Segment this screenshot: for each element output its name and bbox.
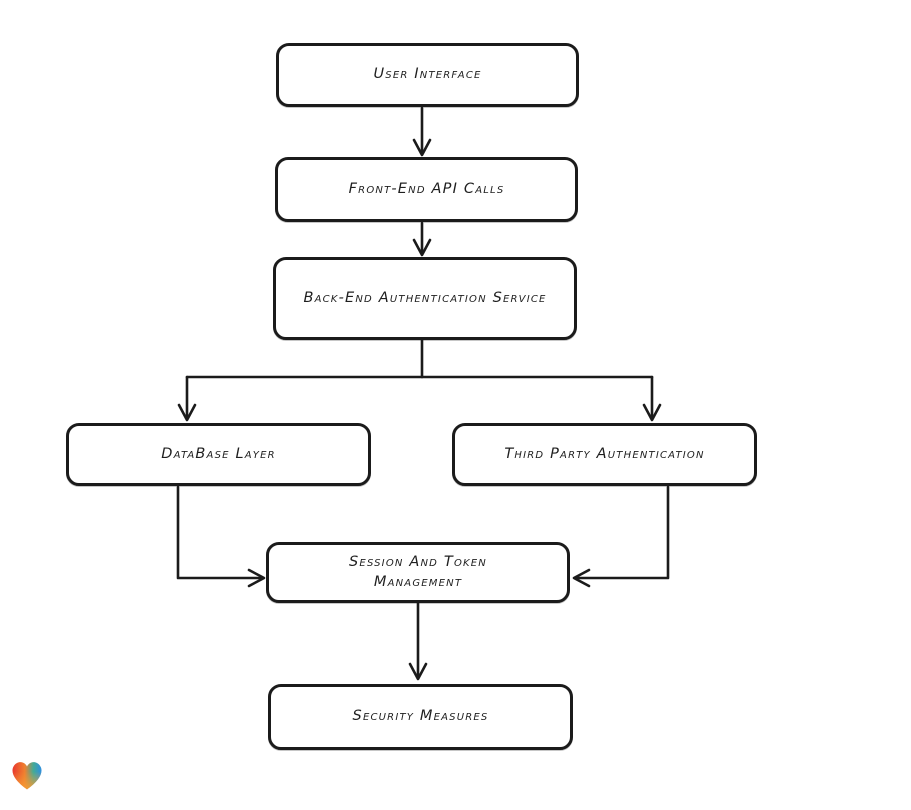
node-third-party-authentication: Third Party Authentication [452,423,757,486]
node-front-end-api-calls: Front-End API Calls [275,157,578,222]
node-third-party-authentication-label: Third Party Authentication [504,445,705,462]
arrow-user-interface-to-front-end [412,106,432,157]
node-session-and-token-management: Session And Token Management [266,542,570,603]
node-back-end-authentication-service: Back-End Authentication Service [273,257,577,340]
arrow-database-to-session [176,485,266,588]
arrow-front-end-to-back-end [412,221,432,257]
arrow-back-end-branch [177,338,662,422]
node-user-interface: User Interface [276,43,579,107]
heart-logo [12,762,42,790]
node-front-end-api-calls-label: Front-End API Calls [348,180,505,197]
node-back-end-authentication-service-label: Back-End Authentication Service [303,289,547,306]
node-session-and-token-management-label: Session And Token Management [349,554,487,590]
node-security-measures-label: Security Measures [352,708,489,725]
node-security-measures: Security Measures [268,684,573,750]
arrow-session-to-security [408,601,428,681]
node-database-layer: DataBase Layer [66,423,371,486]
node-database-layer-label: DataBase Layer [161,445,276,462]
node-user-interface-label: User Interface [373,66,482,83]
arrow-third-party-to-session [572,485,670,588]
